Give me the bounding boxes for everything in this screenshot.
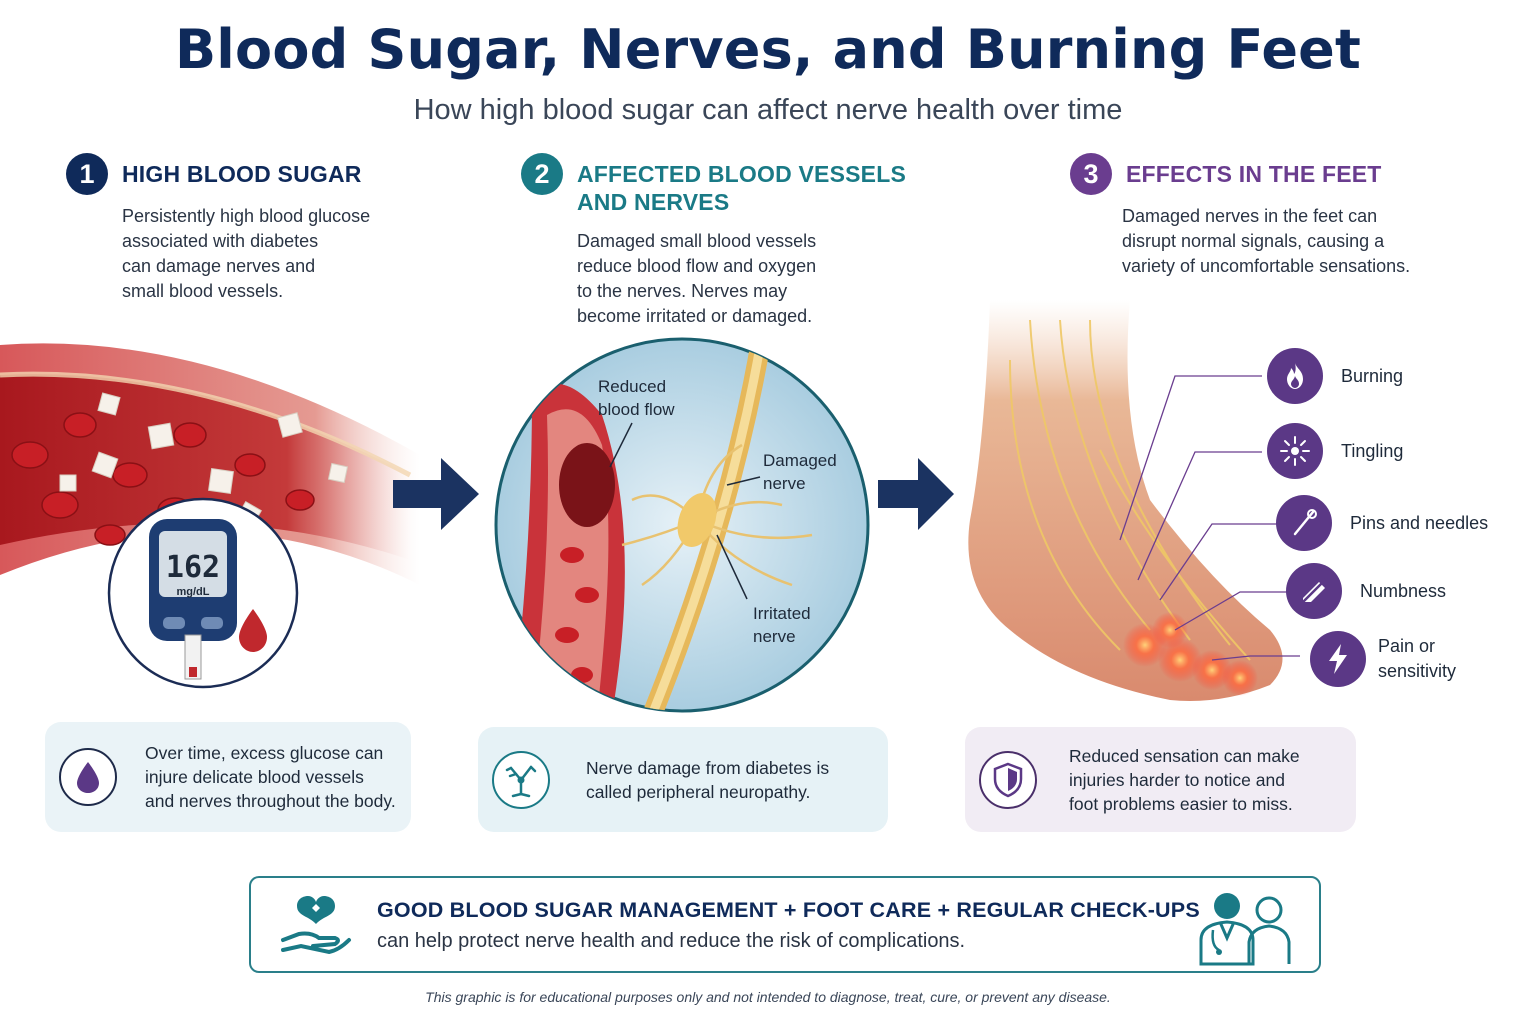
- callout-peripheral-neuropathy: Nerve damage from diabetes is called per…: [478, 727, 888, 832]
- banner-heading: GOOD BLOOD SUGAR MANAGEMENT + FOOT CARE …: [377, 898, 1200, 922]
- flame-icon: [1267, 348, 1323, 404]
- neuron-icon: [492, 750, 550, 809]
- step-2-description: Damaged small blood vessels reduce blood…: [577, 231, 817, 326]
- meter-unit: mg/dL: [176, 586, 210, 598]
- step-1-title: HIGH BLOOD SUGAR: [122, 161, 362, 187]
- sparkle-icon: [1267, 423, 1323, 479]
- step-3-description: Damaged nerves in the feet can disrupt n…: [1122, 206, 1411, 276]
- symptom-numbness: Numbness: [1286, 563, 1446, 619]
- callout-text: Over time, excess glucose can injure del…: [145, 743, 396, 811]
- label-reduced-blood-flow: Reduced blood flow: [598, 377, 675, 419]
- step-1-description: Persistently high blood glucose associat…: [122, 206, 371, 301]
- symptom-burning: Burning: [1267, 348, 1403, 404]
- step-2-header: 2 AFFECTED BLOOD VESSELS AND NERVES: [521, 153, 906, 216]
- meter-reading: 162: [165, 550, 221, 585]
- disclaimer: This graphic is for educational purposes…: [425, 989, 1111, 1005]
- blood-vessel-illustration: [0, 343, 420, 585]
- step-3-number: 3: [1070, 153, 1112, 195]
- callout-text: Nerve damage from diabetes is called per…: [586, 757, 830, 802]
- symptom-label: Pins and needles: [1350, 512, 1489, 533]
- lightning-icon: [1310, 631, 1366, 687]
- step-1-header: 1 HIGH BLOOD SUGAR: [66, 153, 362, 195]
- callout-glucose-damage: Over time, excess glucose can injure del…: [45, 722, 411, 832]
- arrow-right-icon: [878, 458, 954, 530]
- symptom-label: Pain or sensitivity: [1378, 636, 1457, 681]
- heart-hand-icon: [281, 896, 351, 955]
- banner-text: can help protect nerve health and reduce…: [377, 930, 966, 952]
- shield-icon: [979, 750, 1037, 809]
- symptom-label: Burning: [1341, 365, 1404, 386]
- recommendation-banner: GOOD BLOOD SUGAR MANAGEMENT + FOOT CARE …: [249, 876, 1321, 973]
- symptom-label: Numbness: [1360, 580, 1447, 601]
- vessel-nerve-closeup-illustration: [494, 337, 870, 713]
- glucose-meter-icon: [107, 497, 299, 689]
- label-damaged-nerve: Damaged nerve: [763, 451, 837, 493]
- page-title: Blood Sugar, Nerves, and Burning Feet: [174, 18, 1362, 81]
- symptom-tingling: Tingling: [1267, 423, 1403, 479]
- label-irritated-nerve: Irritated nerve: [753, 604, 811, 646]
- symptom-pain-or-sensitivity: Pain or sensitivity: [1310, 631, 1456, 687]
- symptom-label: Tingling: [1341, 440, 1404, 461]
- step-3-header: 3 EFFECTS IN THE FEET: [1070, 153, 1382, 195]
- step-2-number: 2: [521, 153, 563, 195]
- step-2-title: AFFECTED BLOOD VESSELS AND NERVES: [577, 161, 906, 215]
- arrow-right-icon: [393, 458, 479, 530]
- doctor-patient-icon: [1199, 893, 1291, 966]
- numb-foot-icon: [1286, 563, 1342, 619]
- drop-icon: [59, 748, 117, 806]
- callout-text: Reduced sensation can make injuries hard…: [1069, 745, 1300, 814]
- page-subtitle: How high blood sugar can affect nerve he…: [413, 94, 1123, 126]
- foot-illustration: [968, 300, 1300, 701]
- callout-reduced-sensation: Reduced sensation can make injuries hard…: [965, 727, 1356, 832]
- symptom-pins-and-needles: Pins and needles: [1276, 495, 1488, 551]
- step-3-title: EFFECTS IN THE FEET: [1126, 161, 1382, 187]
- step-1-number: 1: [66, 153, 108, 195]
- needle-icon: [1276, 495, 1332, 551]
